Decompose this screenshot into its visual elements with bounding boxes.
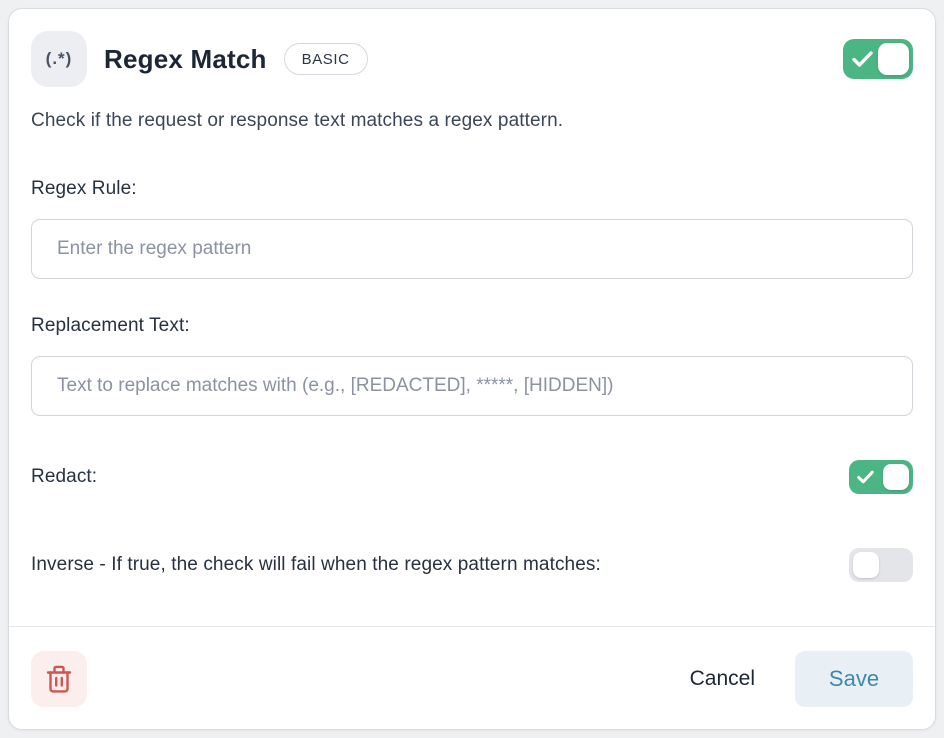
cancel-button[interactable]: Cancel	[682, 657, 763, 701]
toggle-knob	[878, 43, 909, 75]
delete-button[interactable]	[31, 651, 87, 707]
basic-badge: BASIC	[283, 43, 368, 75]
regex-rule-label: Regex Rule:	[31, 178, 137, 199]
redact-toggle[interactable]	[849, 460, 913, 494]
inverse-toggle[interactable]	[849, 548, 913, 582]
replacement-text-label: Replacement Text:	[31, 315, 190, 336]
trash-icon	[45, 664, 73, 694]
regex-match-card: (.*) Regex Match BASIC Check if the requ…	[8, 8, 936, 730]
card-description: Check if the request or response text ma…	[31, 110, 564, 131]
card-body: (.*) Regex Match BASIC Check if the requ…	[9, 9, 935, 588]
regex-rule-input[interactable]	[31, 219, 913, 279]
redact-row: Redact:	[31, 460, 913, 494]
regex-icon: (.*)	[31, 31, 87, 87]
check-icon	[852, 51, 873, 68]
check-icon	[857, 470, 874, 484]
inverse-row: Inverse - If true, the check will fail w…	[31, 548, 913, 582]
toggle-knob	[853, 552, 879, 578]
footer-divider	[9, 626, 935, 627]
card-title: Regex Match	[104, 43, 267, 74]
save-button[interactable]: Save	[795, 651, 913, 707]
redact-label: Redact:	[31, 466, 98, 487]
card-footer: Cancel Save	[9, 627, 935, 729]
toggle-knob	[883, 464, 909, 490]
enabled-toggle[interactable]	[843, 39, 913, 79]
replacement-text-input[interactable]	[31, 356, 913, 416]
card-header: (.*) Regex Match BASIC	[31, 31, 913, 87]
inverse-label: Inverse - If true, the check will fail w…	[31, 554, 601, 575]
